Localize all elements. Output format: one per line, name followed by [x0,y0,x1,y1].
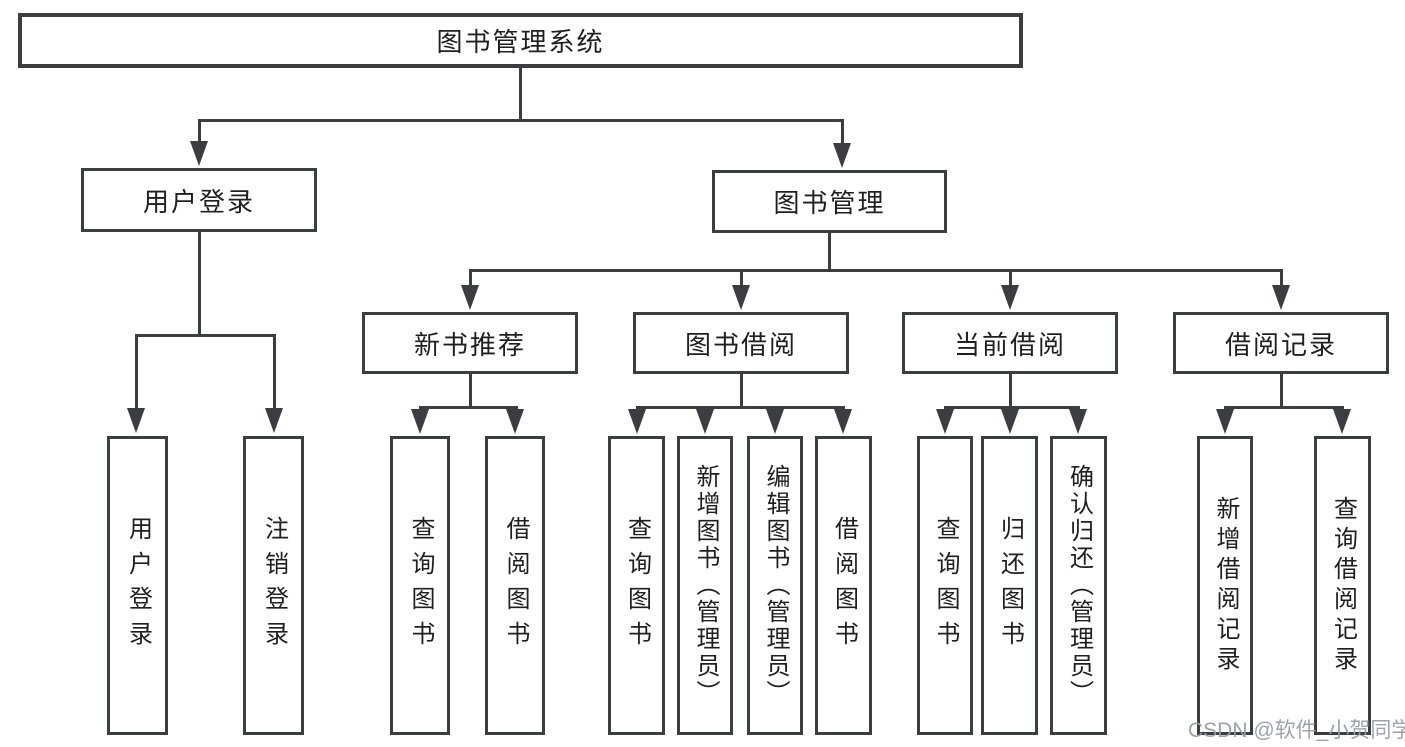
node-label: 图书管理系统 [436,27,605,57]
arrow-down [766,409,784,434]
node-book-management: 图书管理 [712,170,947,233]
arrow-down [833,143,851,168]
leaf-add-borrow-record: 新增借阅记录 [1197,436,1253,735]
leaf-borrow-book: 借阅图书 [815,436,872,735]
arrow-down [696,409,714,434]
connector-borrow-records-stem [1280,374,1283,408]
leaf-label: 确认归还（管理员） [1065,464,1093,707]
connector-new-books-stem [469,374,472,408]
connector-borrow-records-split [1224,406,1344,409]
connector-root-split [198,119,844,122]
connector-book-mgmt-stem [828,233,831,271]
node-library-management-system: 图书管理系统 [18,13,1023,68]
connector-line [273,334,276,410]
arrow-down [1333,409,1351,434]
connector-line [1280,269,1283,287]
connector-book-mgmt-split [469,269,1282,272]
connector-book-borrow-split [636,406,845,409]
leaf-label: 用户登录 [124,515,152,656]
connector-user-login-split [135,334,276,337]
leaf-add-book-admin: 新增图书（管理员） [677,436,733,735]
csdn-watermark: CSDN @软件_小贺同学 [1188,719,1405,742]
leaf-label: 借阅图书 [502,515,529,656]
leaf-label: 注销登录 [260,515,288,656]
leaf-query-book-borrow: 查询图书 [608,436,665,735]
arrow-down [461,285,479,310]
connector-line [1009,269,1012,287]
leaf-return-book: 归还图书 [981,436,1038,735]
connector-current-borrow-stem [1009,374,1012,408]
node-label: 图书管理 [773,188,886,218]
arrow-down [1069,409,1087,434]
node-current-borrow: 当前借阅 [902,312,1118,374]
leaf-borrow-book-recommend: 借阅图书 [485,436,545,735]
leaf-label: 查询图书 [623,515,651,656]
node-label: 新书推荐 [413,329,526,360]
leaf-label: 编辑图书（管理员） [762,464,789,707]
node-label: 图书借阅 [684,329,797,360]
leaf-query-book-current: 查询图书 [917,436,973,735]
arrow-down [506,409,524,434]
arrow-down [732,285,750,310]
leaf-logout: 注销登录 [243,436,304,735]
leaf-label: 新增借阅记录 [1212,495,1239,676]
leaf-query-book-recommend: 查询图书 [390,436,450,735]
connector-new-books-split [419,406,518,409]
arrow-down [1272,285,1290,310]
node-borrow-records: 借阅记录 [1173,312,1389,374]
leaf-label: 查询借阅记录 [1329,495,1357,676]
arrow-down [936,409,954,434]
node-user-login: 用户登录 [81,168,317,232]
connector-current-borrow-split [944,406,1080,409]
connector-line [841,119,844,147]
connector-line [740,269,743,287]
connector-line [469,269,472,287]
connector-root-stem [519,68,522,121]
arrow-down [1001,409,1019,434]
leaf-label: 查询图书 [932,515,959,656]
arrow-down [628,409,646,434]
arrow-down [265,408,283,433]
node-new-book-recommend: 新书推荐 [362,312,578,374]
node-label: 借阅记录 [1224,329,1337,360]
leaf-query-borrow-record: 查询借阅记录 [1314,436,1371,735]
node-book-borrow: 图书借阅 [633,312,849,374]
node-label: 用户登录 [142,186,255,217]
connector-line [198,119,201,145]
leaf-edit-book-admin: 编辑图书（管理员） [747,436,803,735]
arrow-down [411,409,429,434]
arrow-down [190,141,208,166]
arrow-down [1216,409,1234,434]
leaf-confirm-return-admin: 确认归还（管理员） [1050,436,1107,735]
leaf-user-login: 用户登录 [107,436,168,735]
arrow-down [127,408,145,433]
connector-line [135,334,138,410]
connector-book-borrow-stem [740,374,743,408]
arrow-down [1001,285,1019,310]
leaf-label: 查询图书 [407,515,434,656]
node-label: 当前借阅 [953,329,1066,360]
arrow-down [834,409,852,434]
leaf-label: 归还图书 [996,515,1024,656]
leaf-label: 新增图书（管理员） [692,464,719,707]
connector-user-login-stem [198,232,201,336]
leaf-label: 借阅图书 [830,515,858,656]
